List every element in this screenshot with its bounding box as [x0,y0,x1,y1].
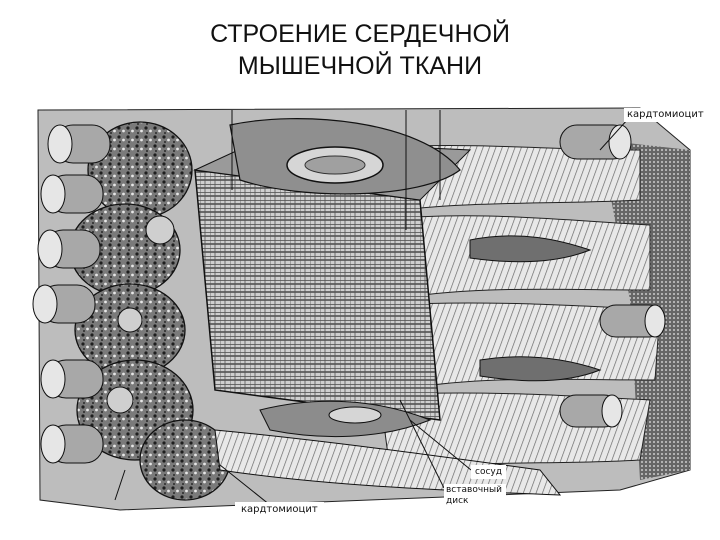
cross-sectioned-fibers [69,121,231,501]
right-fiber-ends [559,124,666,428]
nucleus-top [229,118,461,195]
label-cardiomyocyte-bottom: кардтомиоцит [235,502,324,518]
leader-line-intercalated-disk [399,399,445,489]
label-intercalated-disk: вставочный диск [444,484,506,508]
label-vessel: сосуд [471,465,506,479]
fiber-tube-ends [32,124,111,464]
leader-line-left [114,469,126,501]
leader-line-cardiomyocyte-bottom [219,464,271,506]
vessels [259,235,602,438]
leader-line-cardiomyocyte-top [599,118,629,151]
leader-line-vessel [409,419,472,471]
title-line-2: МЫШЕЧНОЙ ТКАНИ [237,52,483,80]
title-line-1: СТРОЕНИЕ СЕРДЕЧНОЙ [210,20,510,48]
label-cardiomyocyte-top: кардтомиоцит [624,108,707,122]
page-title: СТРОЕНИЕ СЕРДЕЧНОЙ МЫШЕЧНОЙ ТКАНИ [0,18,720,82]
leader-lines [114,110,629,506]
